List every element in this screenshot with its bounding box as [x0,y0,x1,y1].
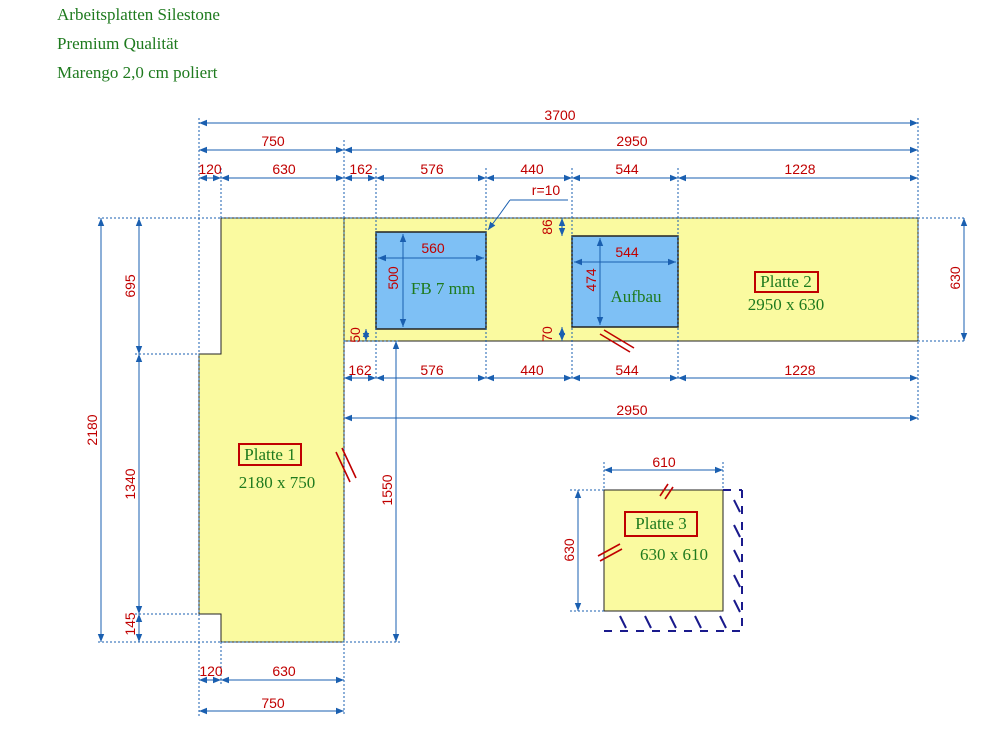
plate-3-size: 630 x 610 [640,545,708,564]
dim-right-630: 630 [947,266,963,290]
dim-top-750: 750 [261,133,285,149]
dim-86: 86 [539,219,555,235]
dim-bottom-120: 120 [199,663,223,679]
dim-mid-576: 576 [420,362,444,378]
dim-mid-440: 440 [520,362,544,378]
dim-hob-height: 474 [583,268,599,292]
header-quality: Premium Qualität [57,34,179,53]
dim-left-695: 695 [122,274,138,298]
plate-1-size: 2180 x 750 [239,473,316,492]
sink-cutout-label: FB 7 mm [411,279,475,298]
plate-3-label-box [624,511,698,537]
dim-top-2950: 2950 [616,133,647,149]
dim-plate3-width: 610 [652,454,676,470]
plate-1-label-box [238,443,302,466]
dim-top-162: 162 [349,161,373,177]
dim-total-width: 3700 [544,107,575,123]
dim-top-120: 120 [198,161,222,177]
sink-cutout [375,231,487,330]
plate-2-size: 2950 x 630 [748,295,825,314]
edge-marks [335,329,674,562]
dim-left-1340: 1340 [122,468,138,499]
dimension-lines [97,119,968,715]
header-title: Arbeitsplatten Silestone [57,5,220,24]
dim-mid-2950: 2950 [616,402,647,418]
dim-sink-width: 560 [421,240,445,256]
dim-top-576: 576 [420,161,444,177]
dim-mid-1228: 1228 [784,362,815,378]
plate-3-shape [603,489,724,612]
dim-top-544: 544 [615,161,639,177]
dim-left-145: 145 [122,612,138,636]
dim-70: 70 [539,326,555,342]
plate-2-name: Platte 2 [760,272,811,291]
dim-mid-544: 544 [615,362,639,378]
plate-3-name: Platte 3 [635,514,686,533]
hob-cutout-label: Aufbau [611,287,662,306]
dim-hob-width: 544 [615,244,639,260]
dim-top-1228: 1228 [784,161,815,177]
plate-1-shape [198,217,345,643]
header-material: Marengo 2,0 cm poliert [57,63,218,82]
dim-bottom-630: 630 [272,663,296,679]
dim-1550: 1550 [379,474,395,505]
dim-top-630: 630 [272,161,296,177]
plate-2-label-box [754,271,819,293]
plate-1-name: Platte 1 [244,445,295,464]
plate-3-edge-dashes [604,489,743,632]
dim-radius: r=10 [532,182,561,198]
dim-50: 50 [347,327,363,343]
dim-left-2180: 2180 [84,414,100,445]
dim-sink-height: 500 [385,266,401,290]
dim-mid-162: 162 [348,362,372,378]
dim-top-440: 440 [520,161,544,177]
dim-plate3-height: 630 [561,538,577,562]
dim-bottom-750: 750 [261,695,285,711]
plate-3-edge-ticks [619,499,741,629]
